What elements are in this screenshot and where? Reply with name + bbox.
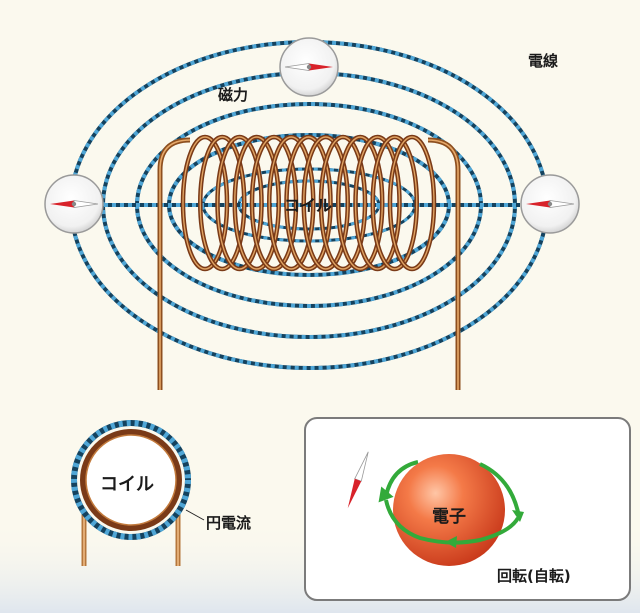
label-coil-small: コイル bbox=[100, 474, 154, 495]
coil-turns bbox=[180, 134, 437, 272]
spin-arrow-back bbox=[378, 460, 419, 503]
compass-icon bbox=[279, 37, 339, 97]
label-electron: 電子 bbox=[432, 507, 466, 527]
coil-turn bbox=[267, 134, 316, 272]
circular-coil bbox=[71, 420, 205, 566]
coil-turn bbox=[198, 134, 247, 272]
coil-turn bbox=[353, 134, 402, 272]
coil-turn bbox=[336, 134, 385, 272]
coil-turn bbox=[387, 134, 437, 272]
coil-turn bbox=[318, 134, 368, 272]
coil-turn bbox=[301, 134, 350, 272]
coil-leads bbox=[157, 137, 461, 390]
coil-turn bbox=[370, 134, 419, 272]
coil-turn bbox=[215, 134, 264, 272]
compass-icon bbox=[520, 174, 580, 234]
compass-needle-icon bbox=[347, 451, 369, 509]
coil-turn bbox=[284, 134, 333, 272]
label-circular-current: 円電流 bbox=[206, 514, 252, 532]
coil-turn bbox=[232, 134, 281, 272]
label-coil: コイル bbox=[284, 196, 333, 215]
coil-turn bbox=[249, 134, 299, 272]
label-rotation: 回転(自転) bbox=[497, 567, 571, 585]
spin-arrow-front bbox=[384, 462, 524, 548]
label-wire: 電線 bbox=[528, 52, 559, 70]
compass-icon bbox=[44, 174, 104, 234]
label-magnetic-force: 磁力 bbox=[218, 86, 249, 104]
coil-turn bbox=[180, 134, 230, 272]
